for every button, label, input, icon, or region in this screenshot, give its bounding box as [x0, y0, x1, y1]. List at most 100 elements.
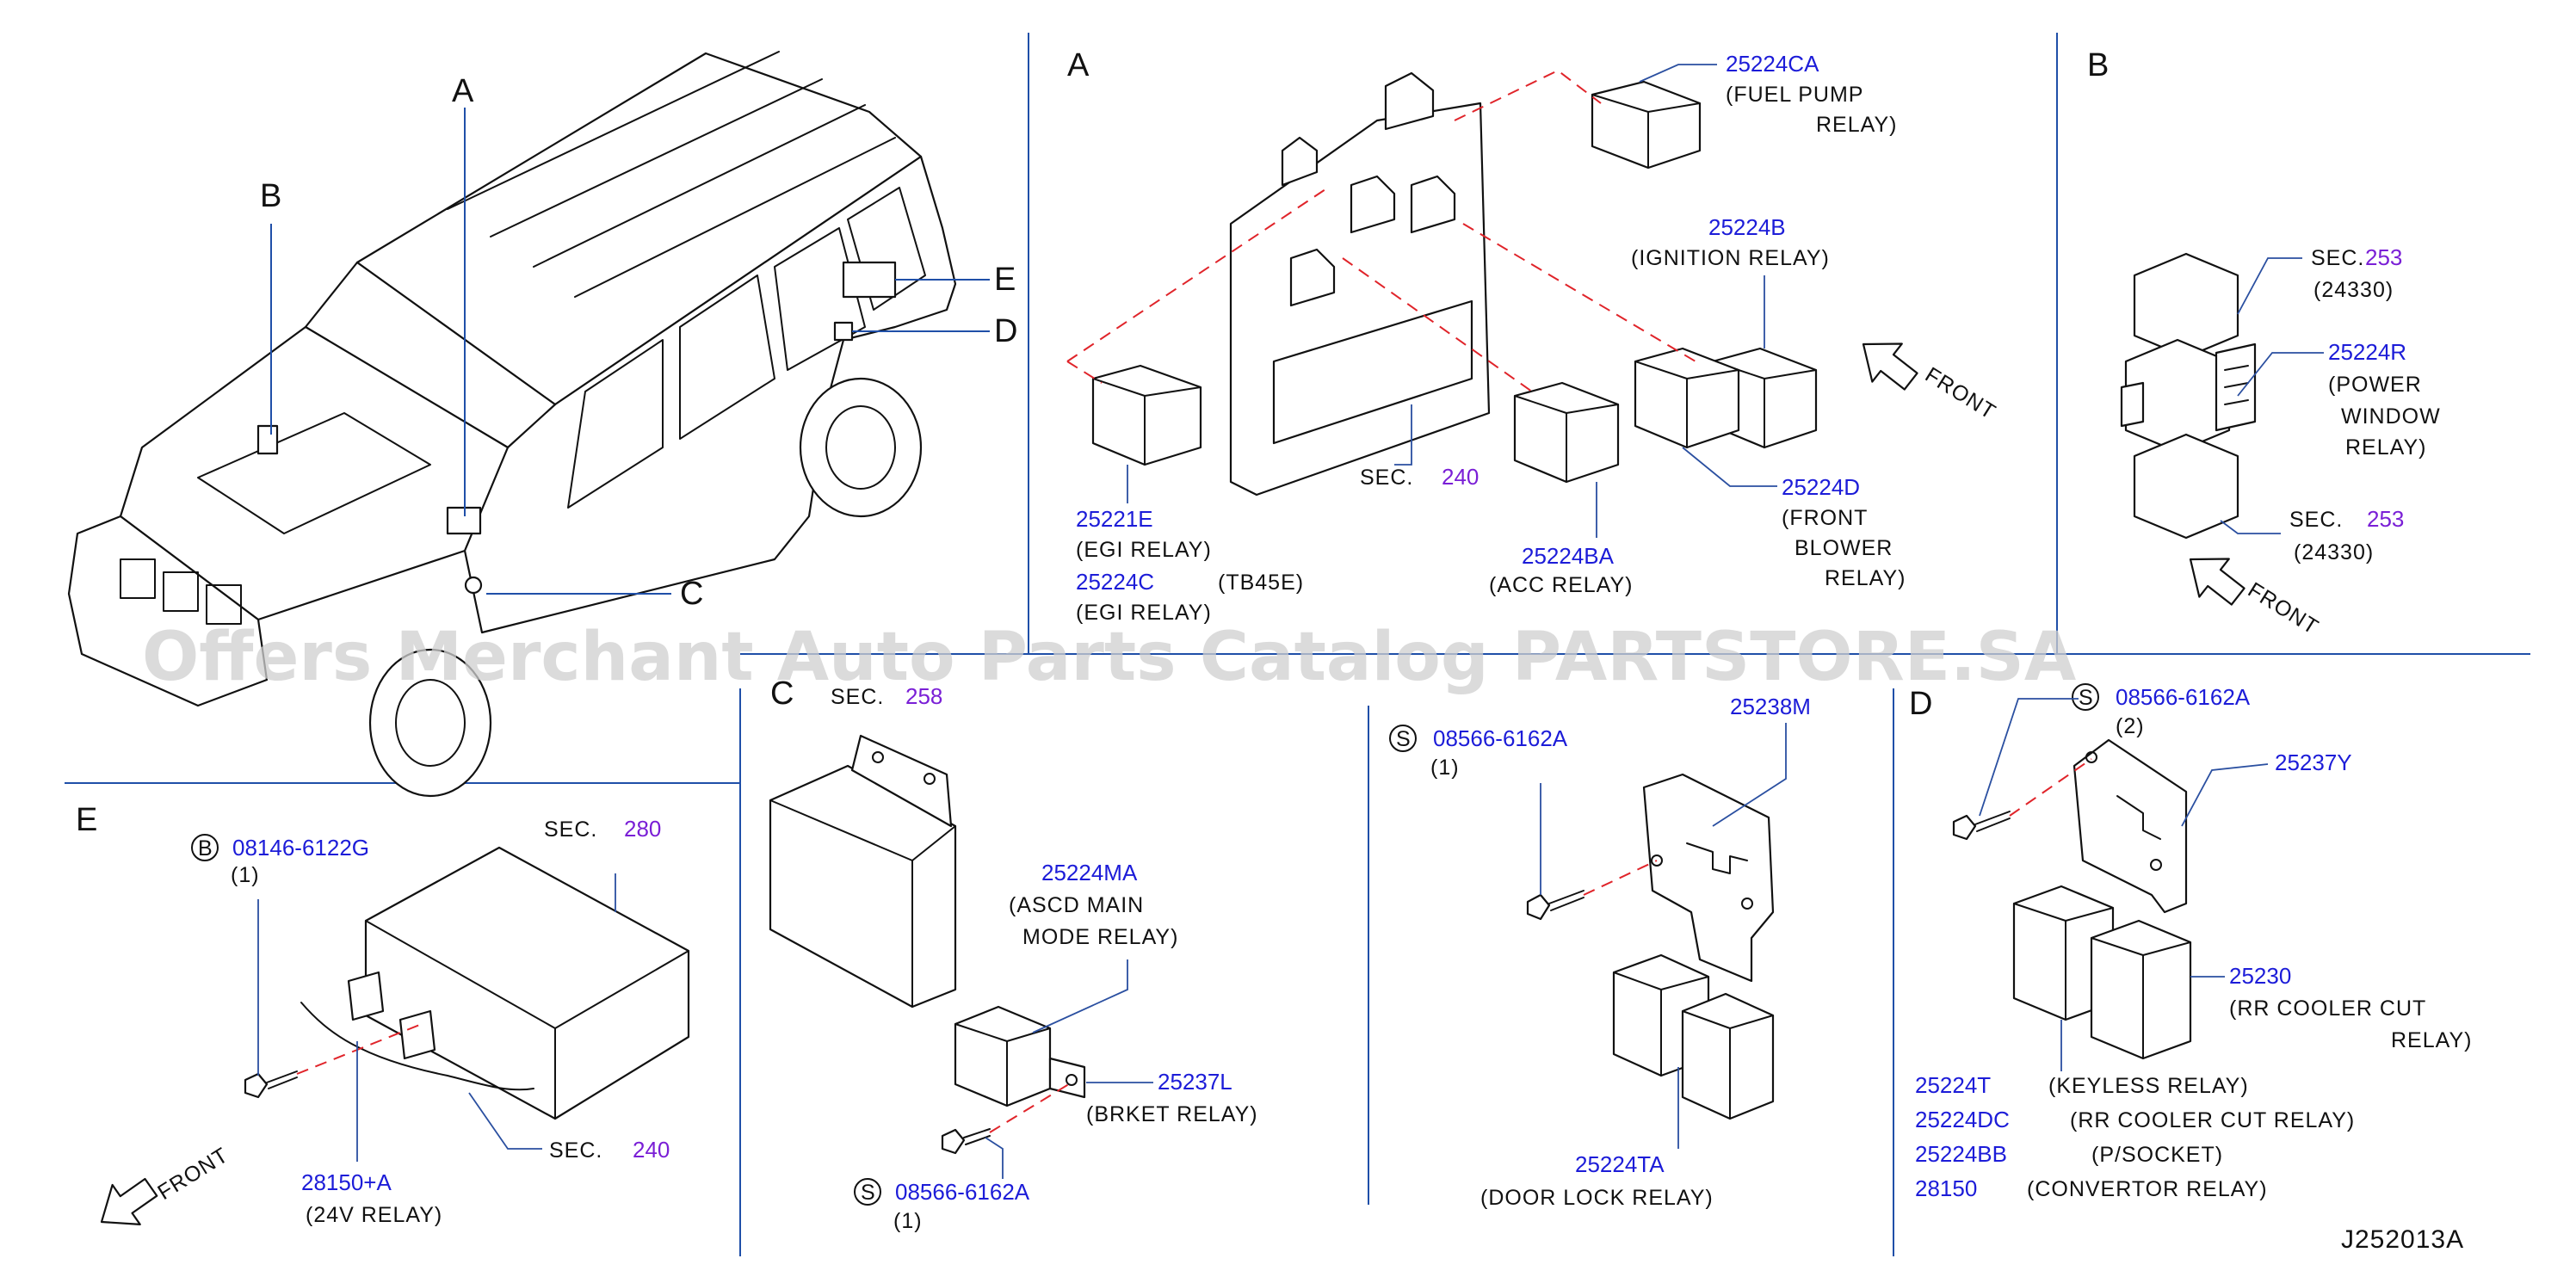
bolt-c-icon [941, 1128, 991, 1155]
screw-c-symbol: S [861, 1181, 876, 1205]
ignition-relay-pn: 25224B [1708, 214, 1786, 240]
front-arrow-a-label: FRONT [1921, 362, 2000, 424]
acc-relay-label: (ACC RELAY) [1489, 573, 1634, 597]
ascd-relay-label-1: (ASCD MAIN [1009, 893, 1144, 917]
section-b-sec2-label: SEC. [2289, 508, 2343, 532]
section-m-dash [1583, 860, 1658, 896]
module-c [769, 734, 957, 1009]
marker-c-dot [464, 576, 483, 595]
relay-24v-label: (24V RELAY) [306, 1203, 442, 1227]
relay-acc [1513, 381, 1620, 484]
section-b-title: B [2087, 47, 2109, 83]
egi-relay-pn-1: 25221E [1076, 506, 1153, 532]
section-a-sec-number: 240 [1442, 464, 1479, 490]
marker-e-box [842, 261, 897, 299]
screw-m-qty: (1) [1430, 756, 1460, 780]
diagram-code: J252013A [2341, 1225, 2464, 1254]
overview-label-a: A [452, 73, 474, 109]
bolt-symbol: B [198, 836, 213, 861]
relay-rr-cooler [2090, 919, 2192, 1060]
section-e-leaders [257, 873, 616, 1162]
d-list-pn-2: 25224BB [1915, 1141, 2007, 1167]
brket-relay-label: (BRKET RELAY) [1086, 1102, 1258, 1126]
screw-d-qty: (2) [2116, 714, 2145, 738]
egi-relay-label-2: (EGI RELAY) [1076, 601, 1212, 625]
d-bracket-pn: 25237Y [2275, 750, 2352, 775]
bolt-symbol-circle [191, 834, 219, 861]
relay-front-blower [1634, 347, 1740, 449]
section-a-dashes [1066, 69, 1696, 392]
watermark-text: Offers Merchant Auto Parts Catalog PARTS… [142, 619, 2076, 696]
section-b-sec1-label: SEC. [2311, 246, 2364, 270]
section-a-title: A [1067, 47, 1090, 83]
relay-egi [1091, 364, 1202, 466]
ascd-relay-pn: 25224MA [1041, 860, 1138, 885]
door-lock-bracket-pn: 25238M [1730, 694, 1811, 719]
d-list-desc-1: (RR COOLER CUT RELAY) [2070, 1108, 2355, 1132]
d-list-pn-0: 25224T [1915, 1072, 1991, 1098]
door-lock-relay-pn: 25224TA [1575, 1151, 1665, 1177]
rr-cooler-label-1: (RR COOLER CUT [2229, 996, 2426, 1021]
bolt-d-icon [1952, 811, 2011, 841]
section-d-title: D [1909, 686, 1932, 722]
rr-cooler-relay-pn: 25230 [2229, 963, 2291, 989]
front-arrow-a-icon [1862, 342, 1918, 391]
relay-fuel-pump [1591, 80, 1702, 170]
acc-relay-pn: 25224BA [1522, 543, 1615, 569]
fuel-pump-relay-label-2: RELAY) [1816, 113, 1897, 137]
section-b-sec2-sub: (24330) [2294, 540, 2374, 564]
d-bracket [2073, 738, 2188, 914]
front-blower-relay-pn: 25224D [1782, 474, 1860, 500]
fuse-block-a [1229, 71, 1491, 497]
bolt-qty: (1) [231, 863, 260, 887]
section-c-title: C [770, 676, 794, 712]
d-list-desc-0: (KEYLESS RELAY) [2048, 1074, 2249, 1098]
fuel-pump-relay-pn: 25224CA [1726, 51, 1819, 77]
section-d-dash [2009, 758, 2092, 817]
marker-b-box [256, 424, 279, 455]
egi-relay-label-1: (EGI RELAY) [1076, 538, 1212, 562]
screw-d-pn: 08566-6162A [2116, 684, 2251, 710]
d-parts-list: 25224T (KEYLESS RELAY) 25224DC (RR COOLE… [1915, 1072, 2355, 1201]
screw-m-symbol-circle [1389, 725, 1417, 752]
section-c-sec-label: SEC. [831, 685, 884, 709]
marker-d-box [833, 321, 854, 342]
section-b-sec1-number: 253 [2365, 244, 2402, 270]
section-e-sec2-number: 240 [633, 1137, 670, 1163]
d-list-pn-3: 28150 [1915, 1175, 1977, 1201]
power-window-relay-pn: 25224R [2328, 339, 2406, 365]
section-e-sec2-label: SEC. [549, 1138, 602, 1163]
bolt-m-icon [1526, 890, 1585, 921]
d-list-desc-2: (P/SOCKET) [2091, 1143, 2223, 1167]
screw-c-qty: (1) [893, 1209, 923, 1233]
ignition-relay-label: (IGNITION RELAY) [1631, 246, 1830, 270]
section-e-title: E [76, 802, 97, 838]
power-window-relay-assembly [2120, 252, 2257, 540]
overview-label-e: E [994, 262, 1016, 298]
rr-cooler-label-2: RELAY) [2391, 1028, 2472, 1052]
door-lock-relay-label: (DOOR LOCK RELAY) [1480, 1186, 1714, 1210]
front-arrow-b-label: FRONT [2244, 577, 2323, 639]
screw-d-symbol-circle [2072, 683, 2099, 711]
section-a-sec-label: SEC. [1360, 466, 1413, 490]
power-window-label-2: WINDOW [2341, 404, 2441, 429]
ascd-relay-label-2: MODE RELAY) [1022, 925, 1178, 949]
fuel-pump-relay-label-1: (FUEL PUMP [1726, 83, 1863, 107]
overview-label-c: C [680, 576, 703, 612]
overview-leaders [270, 108, 990, 595]
screw-c-symbol-circle [854, 1178, 881, 1206]
overview-label-b: B [260, 178, 281, 214]
bolt-e-icon [244, 1070, 298, 1099]
front-arrow-b-icon [2189, 558, 2246, 606]
screw-m-pn: 08566-6162A [1433, 725, 1568, 751]
egi-relay-pn-2: 25224C [1076, 569, 1154, 595]
section-e-sec1-label: SEC. [544, 817, 597, 842]
d-list-pn-1: 25224DC [1915, 1107, 2010, 1132]
relay-ascd [954, 1005, 1086, 1107]
vehicle-illustration [67, 51, 957, 798]
relay-24v-pn: 28150+A [301, 1169, 392, 1195]
front-arrow-e-icon [100, 1177, 158, 1225]
front-blower-label-2: BLOWER [1795, 536, 1893, 560]
screw-m-symbol: S [1396, 727, 1412, 751]
